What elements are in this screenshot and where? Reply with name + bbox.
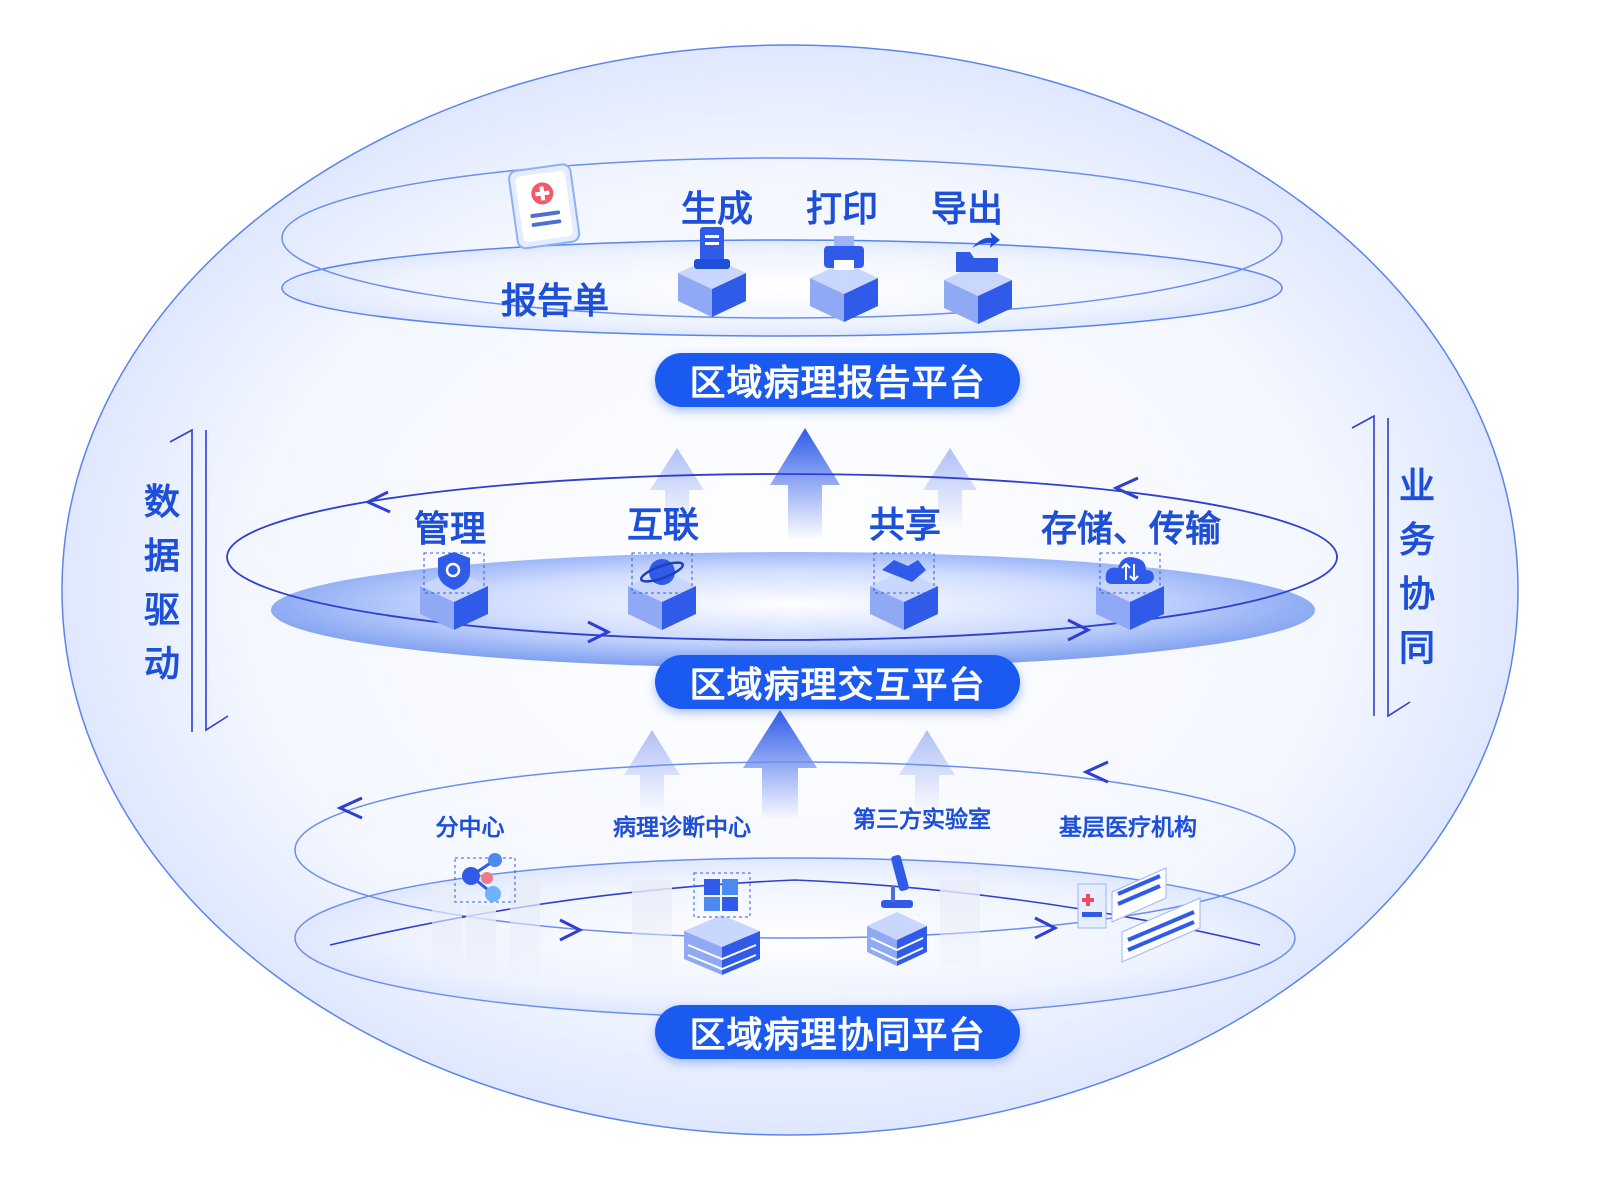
collaboration-platform-title: 区域病理协同平台 [655, 1005, 1020, 1059]
business-collaboration-label: 业务协同 [1398, 466, 1435, 669]
report-clipboard-icon [508, 163, 581, 250]
action-export-label: 导出 [930, 189, 1004, 230]
right-side-bracket [1351, 414, 1411, 718]
share-cube-icon [870, 552, 938, 630]
left-side-bracket [169, 428, 229, 732]
function-manage-label: 管理 [413, 509, 487, 550]
institution-diagnosis-label: 病理诊断中心 [613, 815, 751, 841]
export-cube-icon [944, 232, 1012, 324]
connect-cube-icon [628, 552, 696, 630]
function-storage-label: 存储、传输 [1040, 509, 1222, 550]
action-generate-label: 生成 [680, 189, 754, 230]
microscope-icon [867, 854, 927, 966]
upward-arrows-top [650, 428, 977, 540]
function-connect-label: 互联 [626, 505, 700, 546]
interaction-layer-disks [226, 473, 1338, 668]
upward-arrows-bottom [624, 710, 955, 820]
institution-branch-label: 分中心 [435, 815, 505, 841]
manage-cube-icon [420, 552, 488, 630]
function-share-label: 共享 [868, 505, 942, 546]
interaction-platform-title: 区域病理交互平台 [655, 655, 1020, 709]
generate-cube-icon [678, 227, 746, 317]
storage-cube-icon [1096, 552, 1164, 630]
hospital-icon [1077, 867, 1201, 963]
action-print-label: 打印 [805, 189, 879, 230]
institution-lab-label: 第三方实验室 [853, 807, 991, 833]
data-driven-label: 数据驱动 [143, 482, 180, 685]
report-sheet-label: 报告单 [500, 281, 610, 322]
pathology-center-icon [684, 872, 760, 975]
molecule-icon [454, 853, 516, 903]
report-layer-disks [281, 157, 1283, 337]
report-platform-title: 区域病理报告平台 [655, 353, 1020, 407]
printer-cube-icon [810, 236, 878, 322]
institution-primary-care-label: 基层医疗机构 [1059, 815, 1197, 841]
